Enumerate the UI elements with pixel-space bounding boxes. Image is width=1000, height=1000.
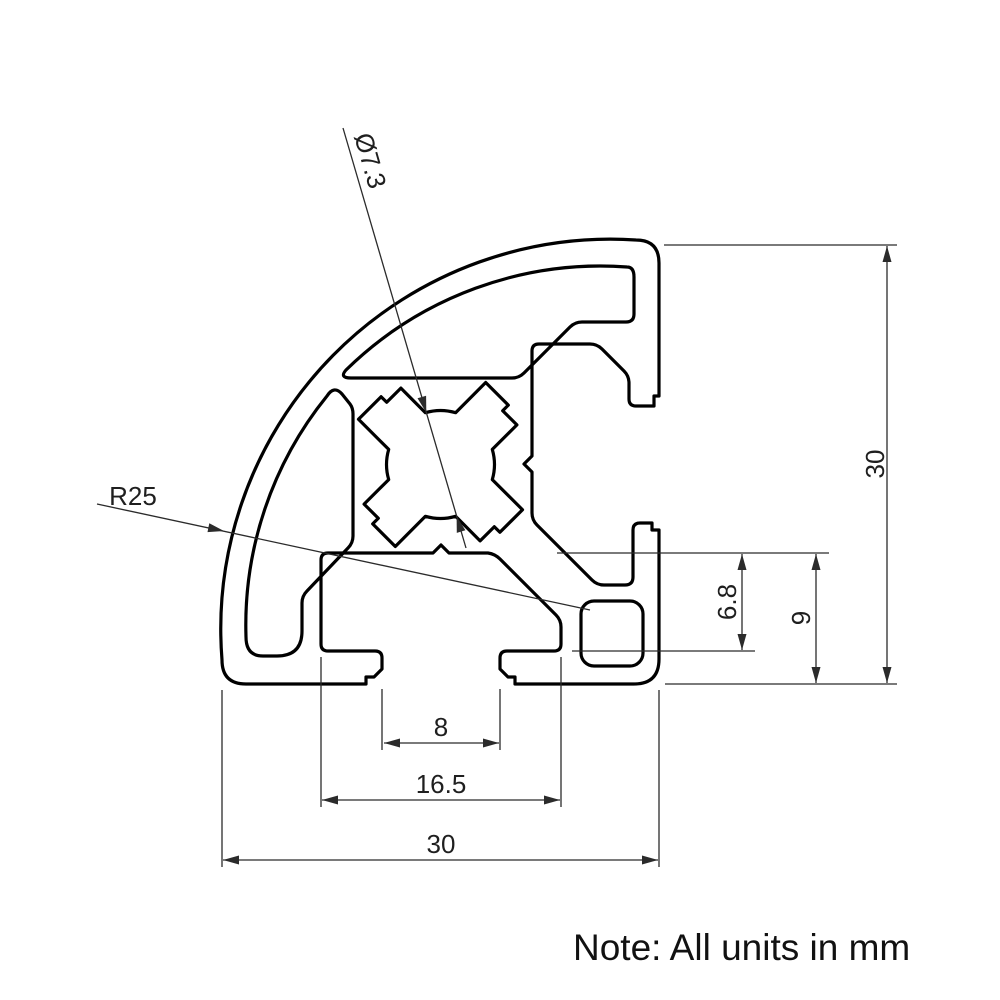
label-slot-depth: 9 bbox=[786, 611, 816, 625]
arrow-width30-right bbox=[642, 855, 658, 865]
leader-line-r25 bbox=[96, 503, 591, 611]
arrow-inner165-right bbox=[544, 795, 560, 805]
label-bore-diameter: Ø7.3 bbox=[348, 129, 392, 191]
arrow-inner165-left bbox=[322, 795, 338, 805]
arrow-opening8-right bbox=[483, 738, 499, 748]
arrow-depth9-top bbox=[811, 554, 821, 570]
arrow-depth9-bottom bbox=[811, 667, 821, 683]
units-note: Note: All units in mm bbox=[573, 927, 910, 968]
arrow-r25 bbox=[207, 523, 224, 533]
leader-line-bore bbox=[342, 127, 467, 549]
arrow-bore-top bbox=[417, 395, 427, 413]
label-corner-radius: R25 bbox=[109, 481, 157, 511]
label-overall-width: 30 bbox=[427, 829, 456, 859]
corner-screw-hole bbox=[579, 599, 645, 668]
left-cavity-hole bbox=[244, 388, 355, 658]
arrow-depth68-bottom bbox=[737, 634, 747, 650]
arrow-height30-top bbox=[882, 246, 892, 262]
dimension-labels: Ø7.3 R25 30 6.8 9 8 16.5 30 bbox=[109, 129, 890, 859]
label-overall-height: 30 bbox=[860, 450, 890, 479]
arrow-bore-bottom bbox=[456, 516, 466, 533]
arrow-opening8-left bbox=[384, 738, 400, 748]
profile-outline bbox=[219, 237, 661, 686]
profile-geometry bbox=[219, 237, 661, 686]
arrow-height30-bottom bbox=[882, 667, 892, 683]
center-bore-hole bbox=[356, 380, 525, 549]
arrowheads bbox=[207, 246, 892, 865]
label-slot-lip-depth: 6.8 bbox=[712, 584, 742, 620]
arrow-width30-left bbox=[223, 855, 239, 865]
dimension-lines bbox=[96, 127, 897, 867]
label-slot-opening-width: 8 bbox=[434, 712, 448, 742]
top-cavity-hole bbox=[341, 264, 636, 380]
arrow-depth68-top bbox=[737, 554, 747, 570]
label-slot-inner-width: 16.5 bbox=[416, 769, 467, 799]
